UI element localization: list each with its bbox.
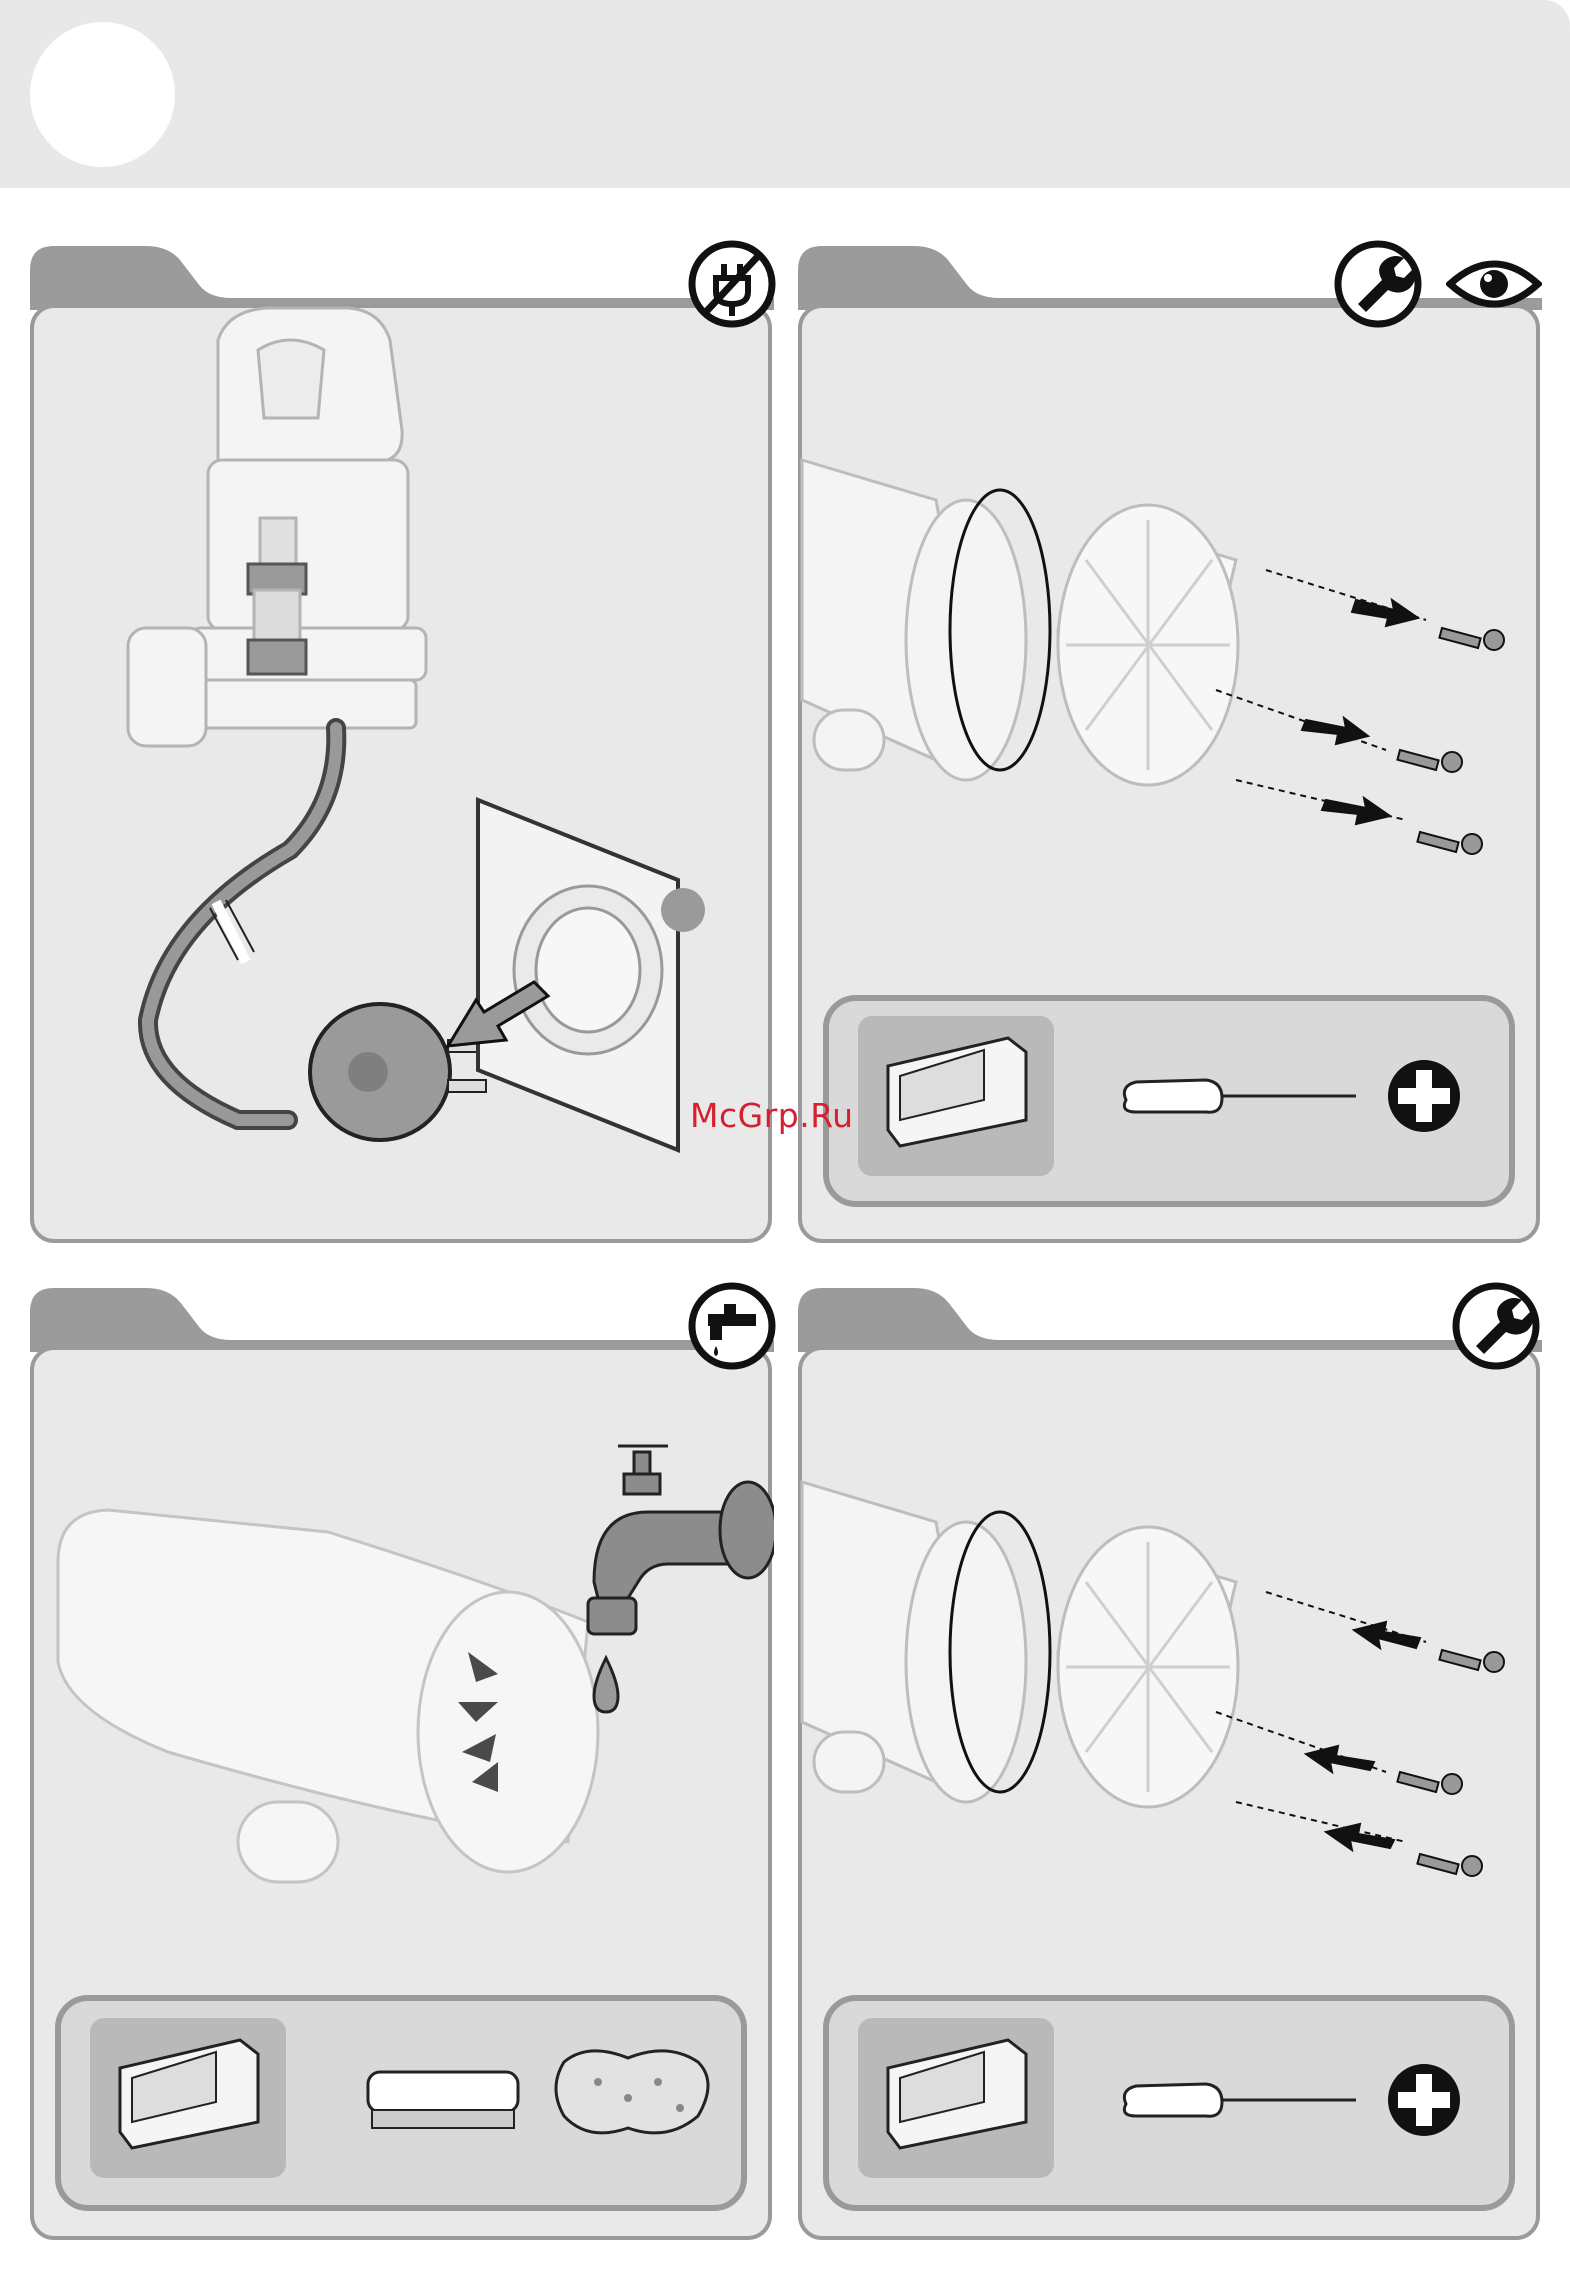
panel-rinse	[28, 1282, 774, 2287]
sponge-icon	[556, 2051, 708, 2133]
wrench-icon	[1334, 240, 1430, 330]
phillips-head-icon	[1388, 1060, 1460, 1132]
brush-icon	[368, 2072, 518, 2128]
watermark: McGrp.Ru	[690, 1096, 854, 1135]
no-plug-icon	[688, 240, 778, 330]
wrench-icon	[1452, 1282, 1542, 1372]
header-band	[0, 0, 1570, 188]
water-tap-icon	[688, 1282, 778, 1372]
impeller-cover-illustration	[1058, 505, 1238, 785]
phillips-head-icon	[1388, 2064, 1460, 2136]
panel-disassemble	[796, 240, 1542, 1245]
panel-reassemble	[796, 1282, 1542, 2287]
step-number-circle	[30, 22, 175, 167]
impeller-cover-illustration	[1058, 1527, 1238, 1807]
panel-unplug	[28, 240, 774, 1245]
eye-icon	[1446, 252, 1542, 316]
